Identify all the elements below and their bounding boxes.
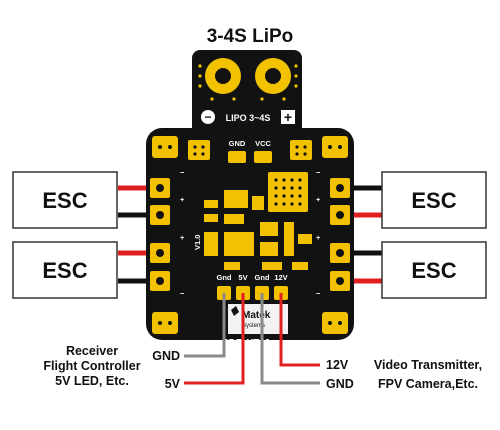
out-label-gnd-2: Gnd	[255, 273, 270, 282]
vcc-pad-label: VCC	[255, 139, 271, 148]
esc-label: ESC	[411, 188, 456, 213]
brand-sub: Systems	[242, 323, 265, 329]
plus-sign: +	[284, 109, 292, 125]
esc-label: ESC	[42, 258, 87, 283]
flight-controller-label: Flight Controller	[43, 359, 140, 373]
led-label: 5V LED, Etc.	[55, 374, 129, 388]
plus-marker	[281, 110, 295, 124]
gnd-pad-label: GND	[229, 139, 246, 148]
receiver-label: Receiver	[66, 344, 118, 358]
svg-text:−: −	[180, 289, 185, 298]
out-label-gnd-1: Gnd	[217, 273, 232, 282]
svg-text:−: −	[316, 289, 321, 298]
out-label-5v: 5V	[238, 273, 247, 282]
video-transmitter-label: Video Transmitter,	[374, 358, 482, 372]
pad-rim-dots	[198, 64, 298, 101]
pdb-board: − LIPO 3~4S + GND VCC	[146, 50, 354, 349]
board-components	[204, 172, 312, 270]
esc-bottom-left: ESC	[12, 241, 118, 299]
5v-label: 5V	[165, 377, 181, 391]
12v-label: 12V	[326, 358, 349, 372]
esc-top-right: ESC	[381, 171, 487, 229]
esc-bottom-right: ESC	[381, 241, 487, 299]
svg-text:−: −	[316, 168, 321, 177]
gnd-right-label: GND	[326, 377, 354, 391]
pad-polarity-marks: − + + − − + + −	[180, 168, 321, 298]
brand-plate	[228, 304, 288, 334]
svg-text:−: −	[180, 168, 185, 177]
fpv-camera-label: FPV Camera,Etc.	[378, 377, 478, 391]
minus-marker	[201, 110, 215, 124]
lipo-label: LIPO 3~4S	[226, 113, 271, 123]
esc-label: ESC	[411, 258, 456, 283]
esc-top-left: ESC	[12, 171, 118, 229]
out-label-12v: 12V	[274, 273, 287, 282]
mounting-pads	[152, 136, 348, 334]
brand-logo-icon	[231, 306, 239, 316]
version-label: V1.0	[193, 235, 202, 250]
svg-text:+: +	[316, 233, 321, 242]
battery-pads	[205, 58, 291, 94]
svg-text:+: +	[180, 195, 185, 204]
title: 3-4S LiPo	[207, 26, 294, 47]
minus-sign: −	[204, 110, 211, 124]
svg-text:+: +	[180, 233, 185, 242]
top-pad-groups	[188, 140, 312, 163]
gnd-left-label: GND	[152, 349, 180, 363]
brand-name: Matek	[242, 310, 271, 321]
model-label: PDB-XT60	[222, 338, 271, 349]
svg-text:+: +	[316, 195, 321, 204]
output-wires	[184, 293, 320, 385]
esc-label: ESC	[42, 188, 87, 213]
